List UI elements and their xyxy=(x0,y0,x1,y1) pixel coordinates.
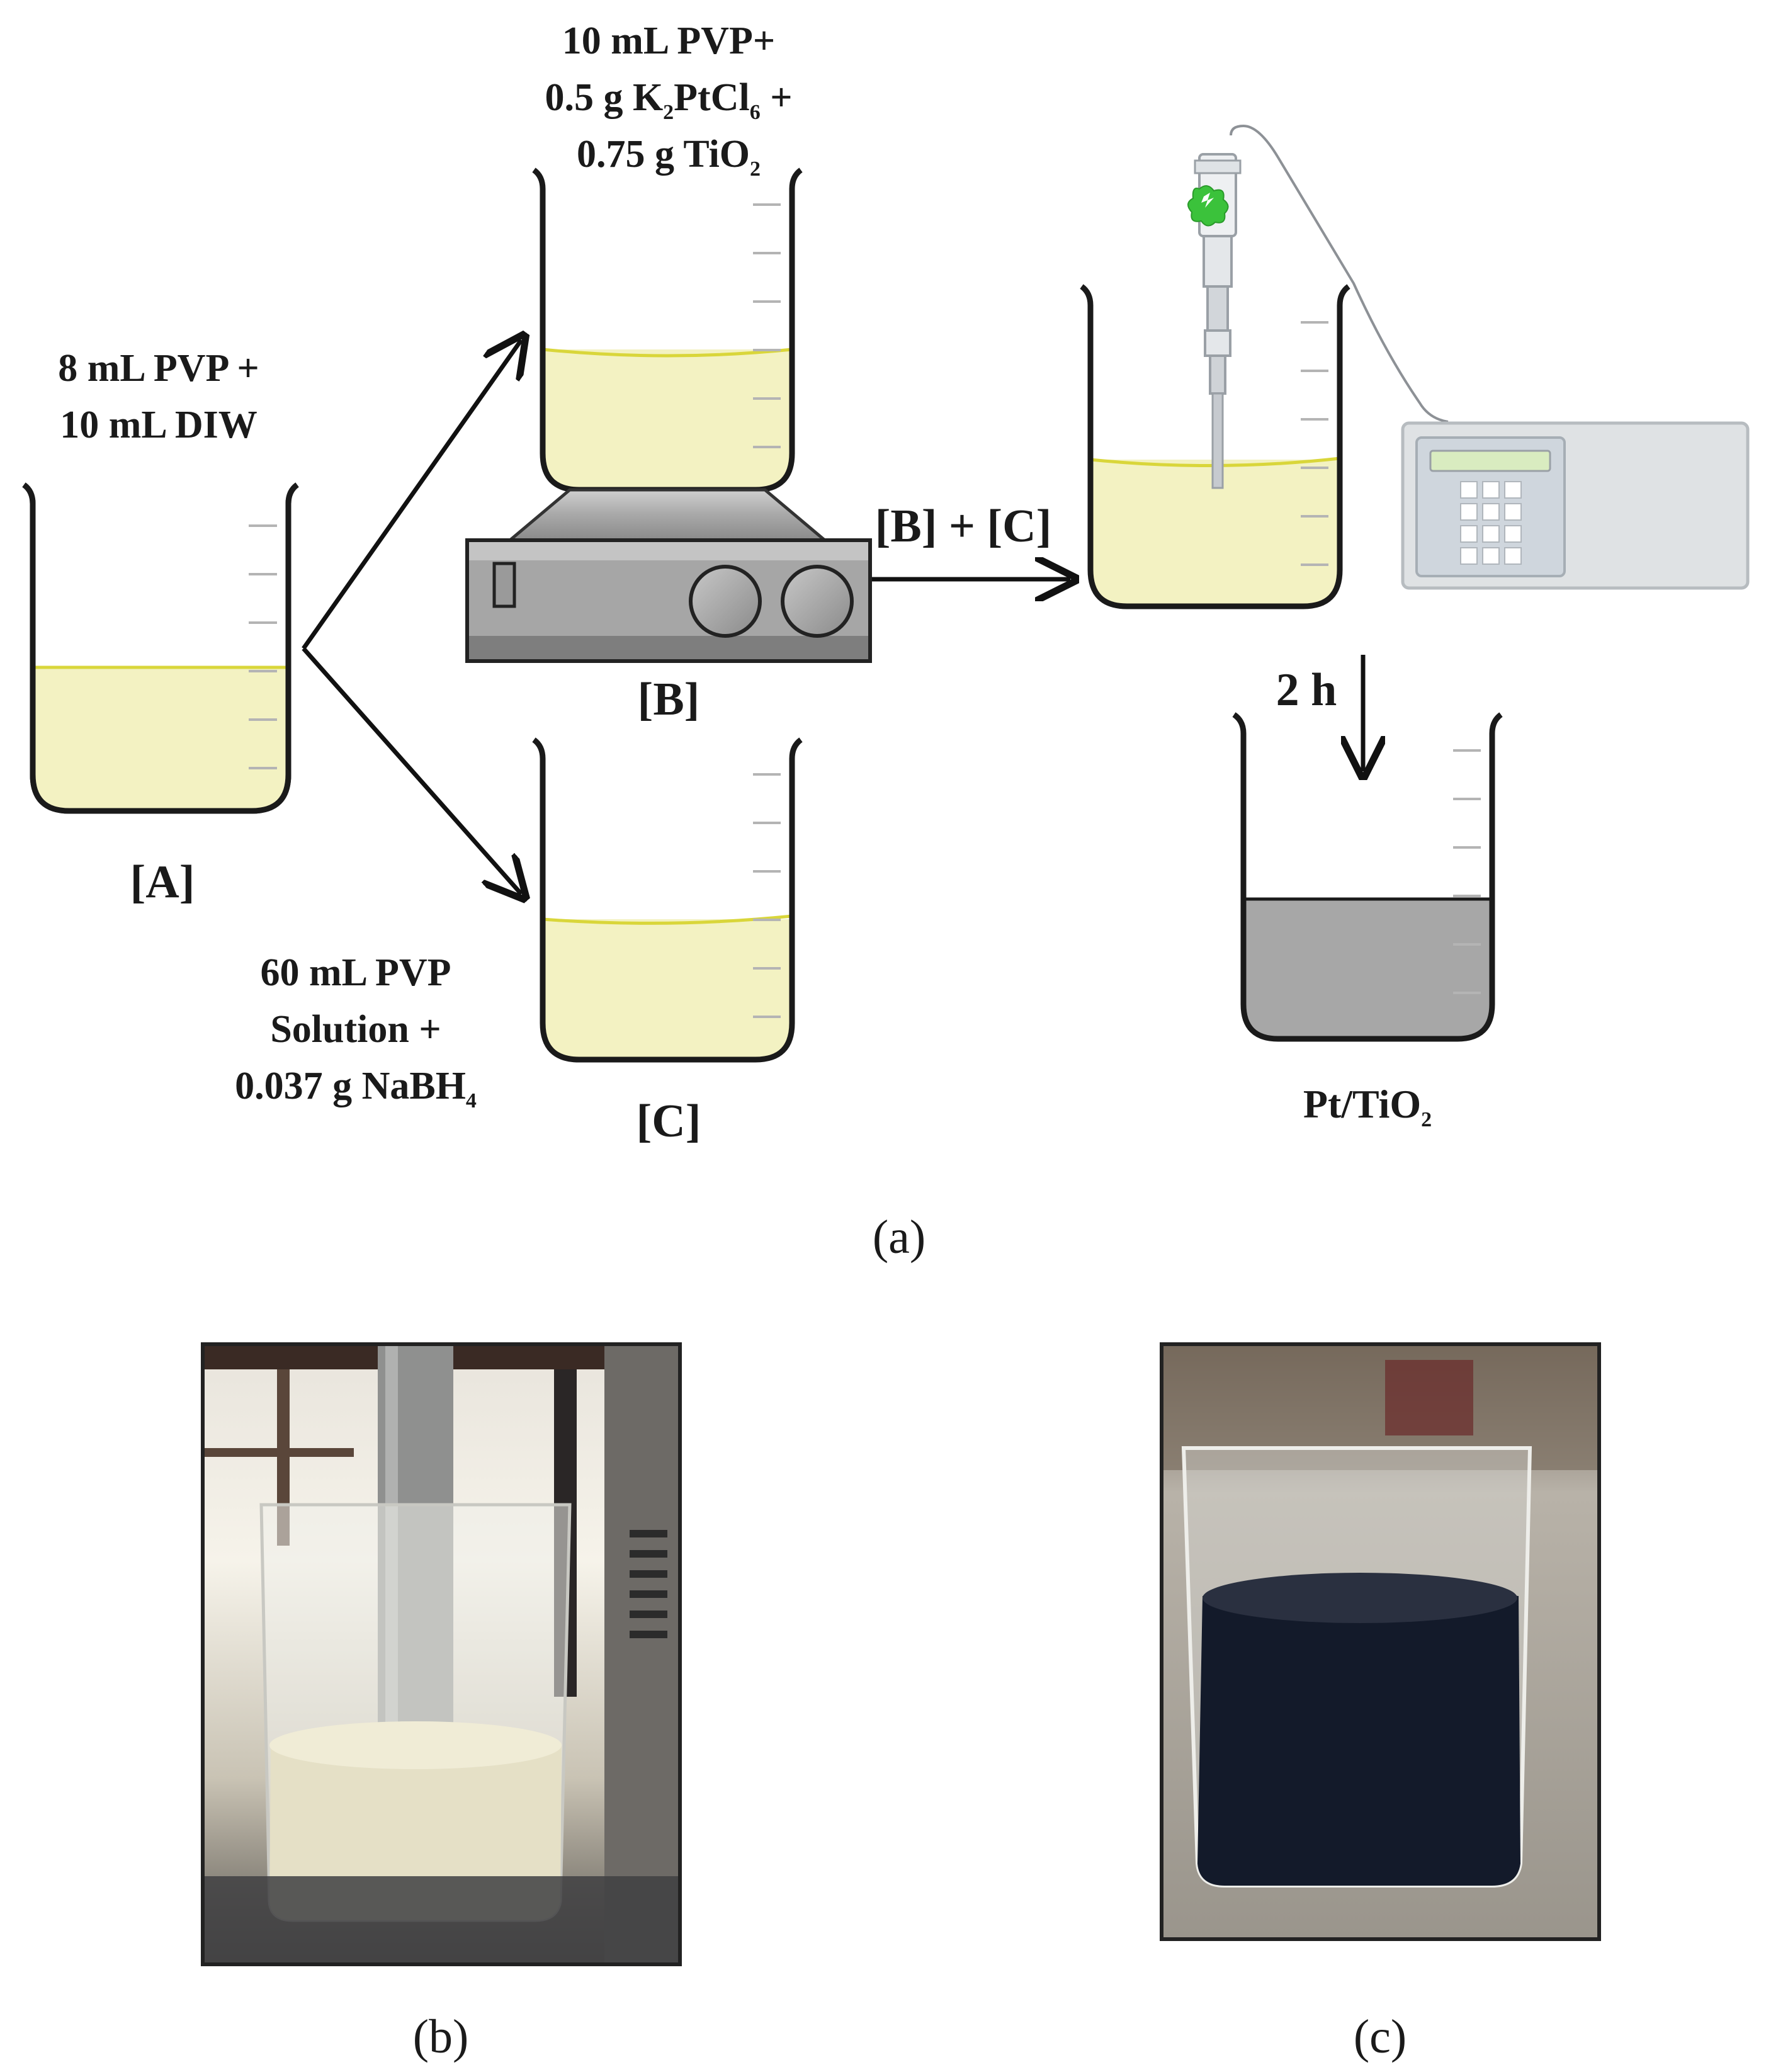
beaker-c-label: [C] xyxy=(637,1095,701,1147)
caption-b: (b) xyxy=(413,2010,469,2063)
caption-a: (a) xyxy=(873,1211,925,1264)
sonicator-controller xyxy=(1401,421,1750,590)
probe-tip xyxy=(1211,392,1224,489)
stirrer-knob-left-icon xyxy=(689,565,762,638)
time-label: 2 h xyxy=(1276,664,1337,716)
beaker-b-content-line2: 0.5 g K2PtCl6 + xyxy=(545,76,792,124)
beaker-product-glass xyxy=(1232,712,1503,1042)
beaker-c-glass xyxy=(532,737,803,1063)
keypad-icon xyxy=(1460,481,1522,565)
beaker-b-label: [B] xyxy=(638,674,700,725)
beaker-c: 60 mL PVP Solution + 0.037 g NaBH4 [C] xyxy=(235,737,803,1147)
photo-b-suspension xyxy=(269,1735,562,1920)
product-label: Pt/TiO2 xyxy=(1303,1082,1432,1131)
beaker-mix-graduations xyxy=(1301,321,1328,566)
caption-c: (c) xyxy=(1354,2010,1407,2063)
photo-c-suspension xyxy=(1197,1587,1520,1886)
beaker-mix-glass xyxy=(1080,284,1350,609)
beaker-b: 10 mL PVP+ 0.5 g K2PtCl6 + 0.75 g TiO2 xyxy=(532,20,803,493)
stirrer-knob-right-icon xyxy=(781,565,854,638)
photo-c xyxy=(1160,1342,1601,1941)
beaker-a-label: [A] xyxy=(130,856,195,908)
beaker-c-content-line3: 0.037 g NaBH4 xyxy=(235,1065,477,1112)
beaker-a: 8 mL PVP + 10 mL DIW [A] xyxy=(22,347,299,908)
beaker-mix xyxy=(1080,284,1350,609)
panel-c: (c) xyxy=(1160,1342,1601,2063)
beaker-b-fill xyxy=(543,349,792,490)
beaker-c-content-line1: 60 mL PVP xyxy=(260,951,451,994)
beaker-product: Pt/TiO2 xyxy=(1232,712,1503,1131)
beaker-b-content-line3: 0.75 g TiO2 xyxy=(577,133,761,181)
beaker-product-graduations xyxy=(1453,749,1481,994)
beaker-c-graduations xyxy=(753,773,781,1018)
mix-label: [B] + [C] xyxy=(875,501,1052,552)
photo-c-frame xyxy=(1160,1342,1601,1941)
beaker-product-fill xyxy=(1243,899,1492,1039)
probe-cable xyxy=(1230,124,1449,423)
beaker-c-fill xyxy=(543,919,792,1060)
photo-b-frame xyxy=(201,1342,682,1966)
arrow-a-to-b xyxy=(302,340,521,650)
probe-logo-icon xyxy=(1187,185,1229,227)
panel-b: (b) xyxy=(201,1342,682,2063)
magnetic-stirrer: [B] xyxy=(465,488,872,725)
beaker-b-content-line1: 10 mL PVP+ xyxy=(562,20,775,62)
beaker-c-content-line2: Solution + xyxy=(270,1008,441,1051)
stirrer-top-plate xyxy=(506,488,829,542)
beaker-b-graduations xyxy=(753,203,781,448)
beaker-a-graduations xyxy=(249,524,277,769)
panel-a: 8 mL PVP + 10 mL DIW [A] 10 mL PVP+ 0.5 … xyxy=(22,20,1750,1264)
power-switch-icon xyxy=(492,562,516,608)
photo-b xyxy=(201,1342,682,1966)
ultrasonic-probe xyxy=(1187,124,1449,489)
beaker-a-fill xyxy=(33,667,288,811)
beaker-mix-fill xyxy=(1090,460,1340,606)
controller-display xyxy=(1429,450,1551,472)
beaker-a-content-line1: 8 mL PVP + xyxy=(58,347,259,390)
beaker-a-content-line2: 10 mL DIW xyxy=(60,404,257,446)
arrow-a-to-c xyxy=(302,647,521,894)
beaker-b-meniscus xyxy=(542,348,793,358)
